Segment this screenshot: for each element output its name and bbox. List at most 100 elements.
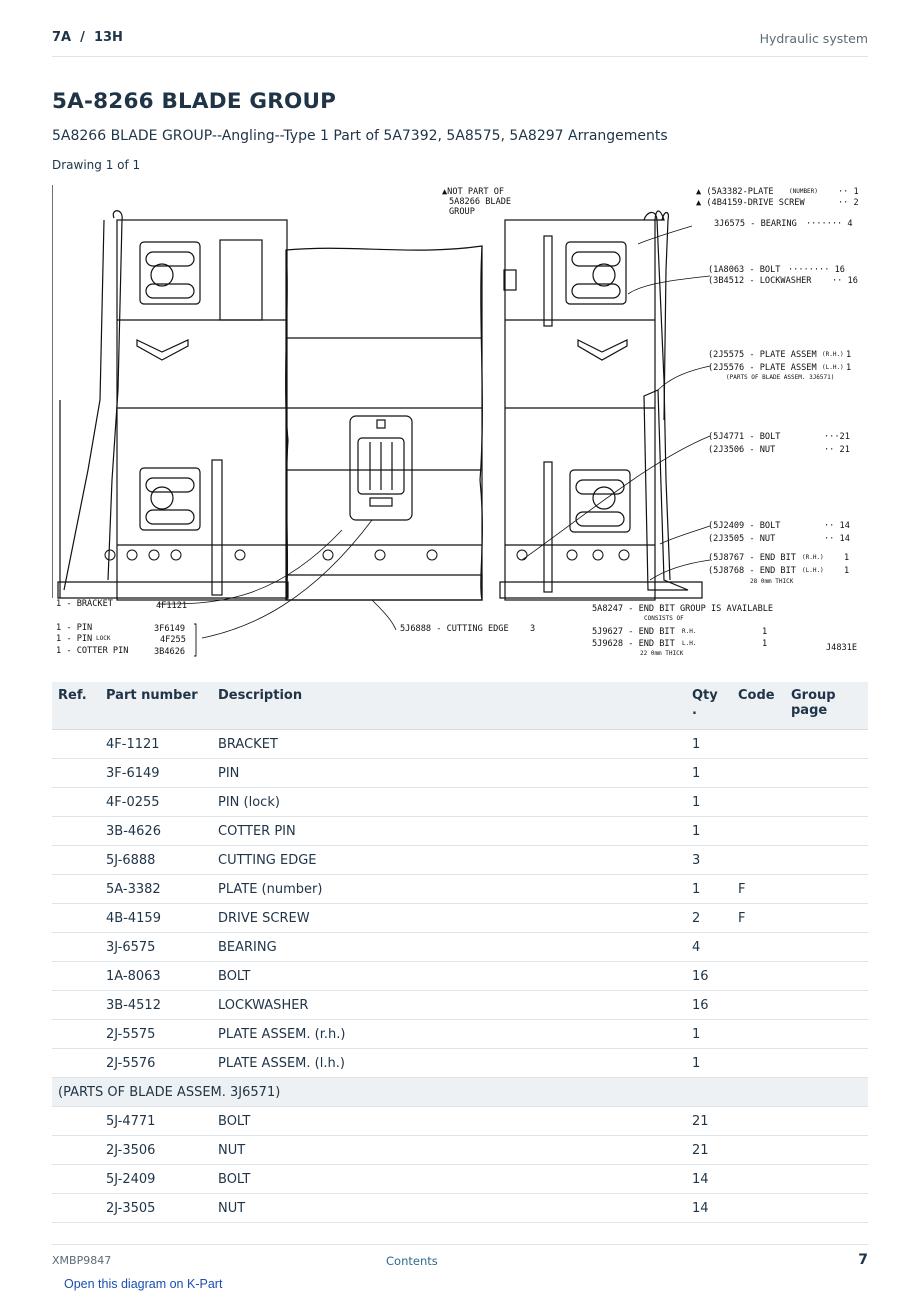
- col-code: Code: [732, 682, 785, 730]
- cell-group-page: [785, 787, 868, 817]
- callout-lockwasher: (3B4512 - LOCKWASHER: [708, 276, 812, 286]
- cell-description: PLATE (number): [212, 874, 686, 904]
- cell-part-number[interactable]: 3B-4626: [100, 816, 212, 846]
- cell-part-number[interactable]: 5J-4771: [100, 1106, 212, 1136]
- callout-nut-2j3506-qty: ·· 21: [824, 445, 850, 455]
- cell-ref: [52, 874, 100, 904]
- callout-end-bit-lh-side: (L.H.): [802, 567, 824, 574]
- section-category: Hydraulic system: [759, 31, 868, 46]
- cell-part-number[interactable]: 4B-4159: [100, 903, 212, 933]
- cell-ref: [52, 1048, 100, 1078]
- cell-group-page: [785, 1135, 868, 1165]
- col-qty: Qty .: [686, 682, 732, 730]
- col-group-page: Group page: [785, 682, 868, 730]
- callout-pin-lock-part: 4F255: [160, 635, 186, 645]
- callout-bearing: 3J6575 - BEARING: [714, 219, 797, 229]
- callout-plate-assem-rh: (2J5575 - PLATE ASSEM: [708, 350, 817, 360]
- callout-bolt-5j2409-qty: ·· 14: [824, 521, 850, 531]
- section-code: 7A / 13H: [52, 30, 123, 45]
- callout-pin-lock: 1 - PIN: [56, 634, 92, 644]
- cell-code: [732, 729, 785, 759]
- callout-cutting-edge-qty: 3: [530, 624, 535, 634]
- cell-part-number[interactable]: 2J-3506: [100, 1135, 212, 1165]
- cell-code: [732, 816, 785, 846]
- cell-qty: 1: [686, 1048, 732, 1078]
- end-bit-5j9627: 5J9627 - END BIT: [592, 627, 675, 637]
- cell-part-number[interactable]: 2J-5575: [100, 1019, 212, 1049]
- callout-end-bit-rh-side: (R.H.): [802, 554, 824, 561]
- callout-pin-lock-detail: LOCK: [96, 635, 111, 642]
- cell-qty: 1: [686, 874, 732, 904]
- cell-code: [732, 1048, 785, 1078]
- cell-ref: [52, 758, 100, 788]
- callout-plate-assem-rh-qty: 1: [846, 350, 851, 360]
- parts-diagram[interactable]: ▲NOT PART OF 5A8266 BLADE GROUP ▲ (5A338…: [52, 180, 868, 666]
- cell-part-number[interactable]: 3J-6575: [100, 932, 212, 962]
- callout-end-bit-rh: (5J8767 - END BIT: [708, 553, 796, 563]
- cell-qty: 1: [686, 816, 732, 846]
- cell-group-page: [785, 845, 868, 875]
- cell-qty: 21: [686, 1135, 732, 1165]
- figure-id: J4831E: [826, 643, 857, 653]
- cell-ref: [52, 932, 100, 962]
- callout-bracket-part: 4F1121: [156, 601, 187, 611]
- cell-qty: 1: [686, 729, 732, 759]
- cell-part-number[interactable]: 5A-3382: [100, 874, 212, 904]
- cell-ref: [52, 845, 100, 875]
- end-bit-5j9628-qty: 1: [762, 639, 767, 649]
- cell-part-number[interactable]: 4F-1121: [100, 729, 212, 759]
- cell-code: [732, 1106, 785, 1136]
- open-diagram-link[interactable]: Open this diagram on K-Part: [64, 1277, 223, 1291]
- cell-description: BOLT: [212, 1164, 686, 1194]
- cell-qty: 16: [686, 961, 732, 991]
- cell-group-page: [785, 1193, 868, 1223]
- cell-qty: 21: [686, 1106, 732, 1136]
- page-footer: XMBP9847 Contents 7: [52, 1244, 868, 1268]
- cell-qty: 16: [686, 990, 732, 1020]
- cell-description: NUT: [212, 1193, 686, 1223]
- col-description: Description: [212, 682, 686, 730]
- callout-bolt-1a8063: (1A8063 - BOLT: [708, 265, 780, 275]
- cell-group-page: [785, 729, 868, 759]
- col-ref: Ref.: [52, 682, 100, 730]
- cell-code: F: [732, 903, 785, 933]
- callout-plate-assem-parts-note: (PARTS OF BLADE ASSEM. 3J6571): [726, 374, 834, 381]
- cell-part-number[interactable]: 5J-6888: [100, 845, 212, 875]
- callout-bracket: 1 - BRACKET: [56, 599, 113, 609]
- cell-part-number[interactable]: 1A-8063: [100, 961, 212, 991]
- cell-code: [732, 990, 785, 1020]
- callout-lockwasher-qty: ·· 16: [832, 276, 858, 286]
- cell-code: [732, 1019, 785, 1049]
- callout-pin: 1 - PIN: [56, 623, 92, 633]
- cell-description: BEARING: [212, 932, 686, 962]
- cell-part-number[interactable]: 2J-3505: [100, 1193, 212, 1223]
- cell-group-page: [785, 990, 868, 1020]
- cell-description: PLATE ASSEM. (r.h.): [212, 1019, 686, 1049]
- cell-code: [732, 787, 785, 817]
- table-note-row: (PARTS OF BLADE ASSEM. 3J6571): [52, 1077, 868, 1107]
- end-bit-group-note: 5A8247 - END BIT GROUP IS AVAILABLE: [592, 604, 773, 614]
- cell-part-number[interactable]: 2J-5576: [100, 1048, 212, 1078]
- contents-link[interactable]: Contents: [386, 1254, 438, 1268]
- cell-ref: [52, 1135, 100, 1165]
- callout-bolt-5j2409: (5J2409 - BOLT: [708, 521, 780, 531]
- cell-part-number[interactable]: 3B-4512: [100, 990, 212, 1020]
- cell-group-page: [785, 816, 868, 846]
- cell-part-number[interactable]: 3F-6149: [100, 758, 212, 788]
- cell-part-number[interactable]: 5J-2409: [100, 1164, 212, 1194]
- cell-code: [732, 758, 785, 788]
- cell-part-number[interactable]: 4F-0255: [100, 787, 212, 817]
- cell-code: [732, 1164, 785, 1194]
- callout-cutting-edge: 5J6888 - CUTTING EDGE: [400, 624, 509, 634]
- callout-nut-2j3506: (2J3506 - NUT: [708, 445, 775, 455]
- end-bit-5j9627-side: R.H.: [682, 628, 696, 635]
- callout-cotter-pin: 1 - COTTER PIN: [56, 646, 128, 656]
- cell-ref: [52, 1164, 100, 1194]
- callout-drive-screw-qty: ·· 2: [838, 198, 859, 208]
- cell-code: [732, 1193, 785, 1223]
